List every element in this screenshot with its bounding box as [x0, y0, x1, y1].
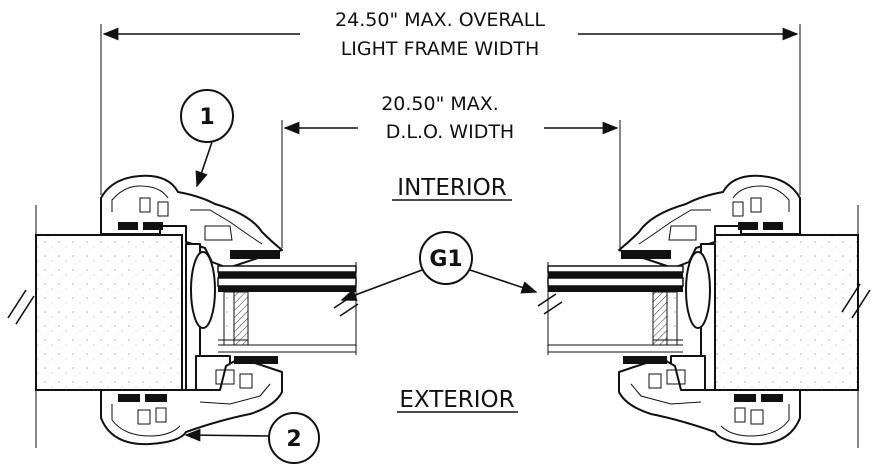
- overall-width-line1: 24.50" MAX. OVERALL: [335, 9, 545, 31]
- callout-2: 2: [184, 412, 320, 464]
- callout-2-text: 2: [286, 427, 301, 452]
- right-glazing-unit: [537, 262, 684, 355]
- exterior-label: EXTERIOR: [399, 387, 514, 413]
- callout-g1-text: G1: [429, 247, 462, 272]
- overall-width-dimension: 24.50" MAX. OVERALL LIGHT FRAME WIDTH: [100, 9, 801, 195]
- left-wall: [7, 205, 183, 448]
- right-wall: [711, 205, 871, 448]
- right-frame-profile: [618, 174, 801, 446]
- interior-label: INTERIOR: [397, 175, 506, 201]
- left-frame-profile: [100, 174, 283, 446]
- callout-1: 1: [180, 89, 234, 188]
- overall-width-line2: LIGHT FRAME WIDTH: [341, 38, 540, 60]
- callout-g1: G1: [340, 231, 538, 301]
- dlo-width-dimension: 20.50" MAX. D.L.O. WIDTH: [281, 93, 621, 248]
- dlo-width-line1: 20.50" MAX.: [381, 93, 499, 115]
- callout-1-text: 1: [199, 105, 214, 130]
- left-glazing-unit: [217, 262, 359, 355]
- dlo-width-line2: D.L.O. WIDTH: [386, 121, 514, 143]
